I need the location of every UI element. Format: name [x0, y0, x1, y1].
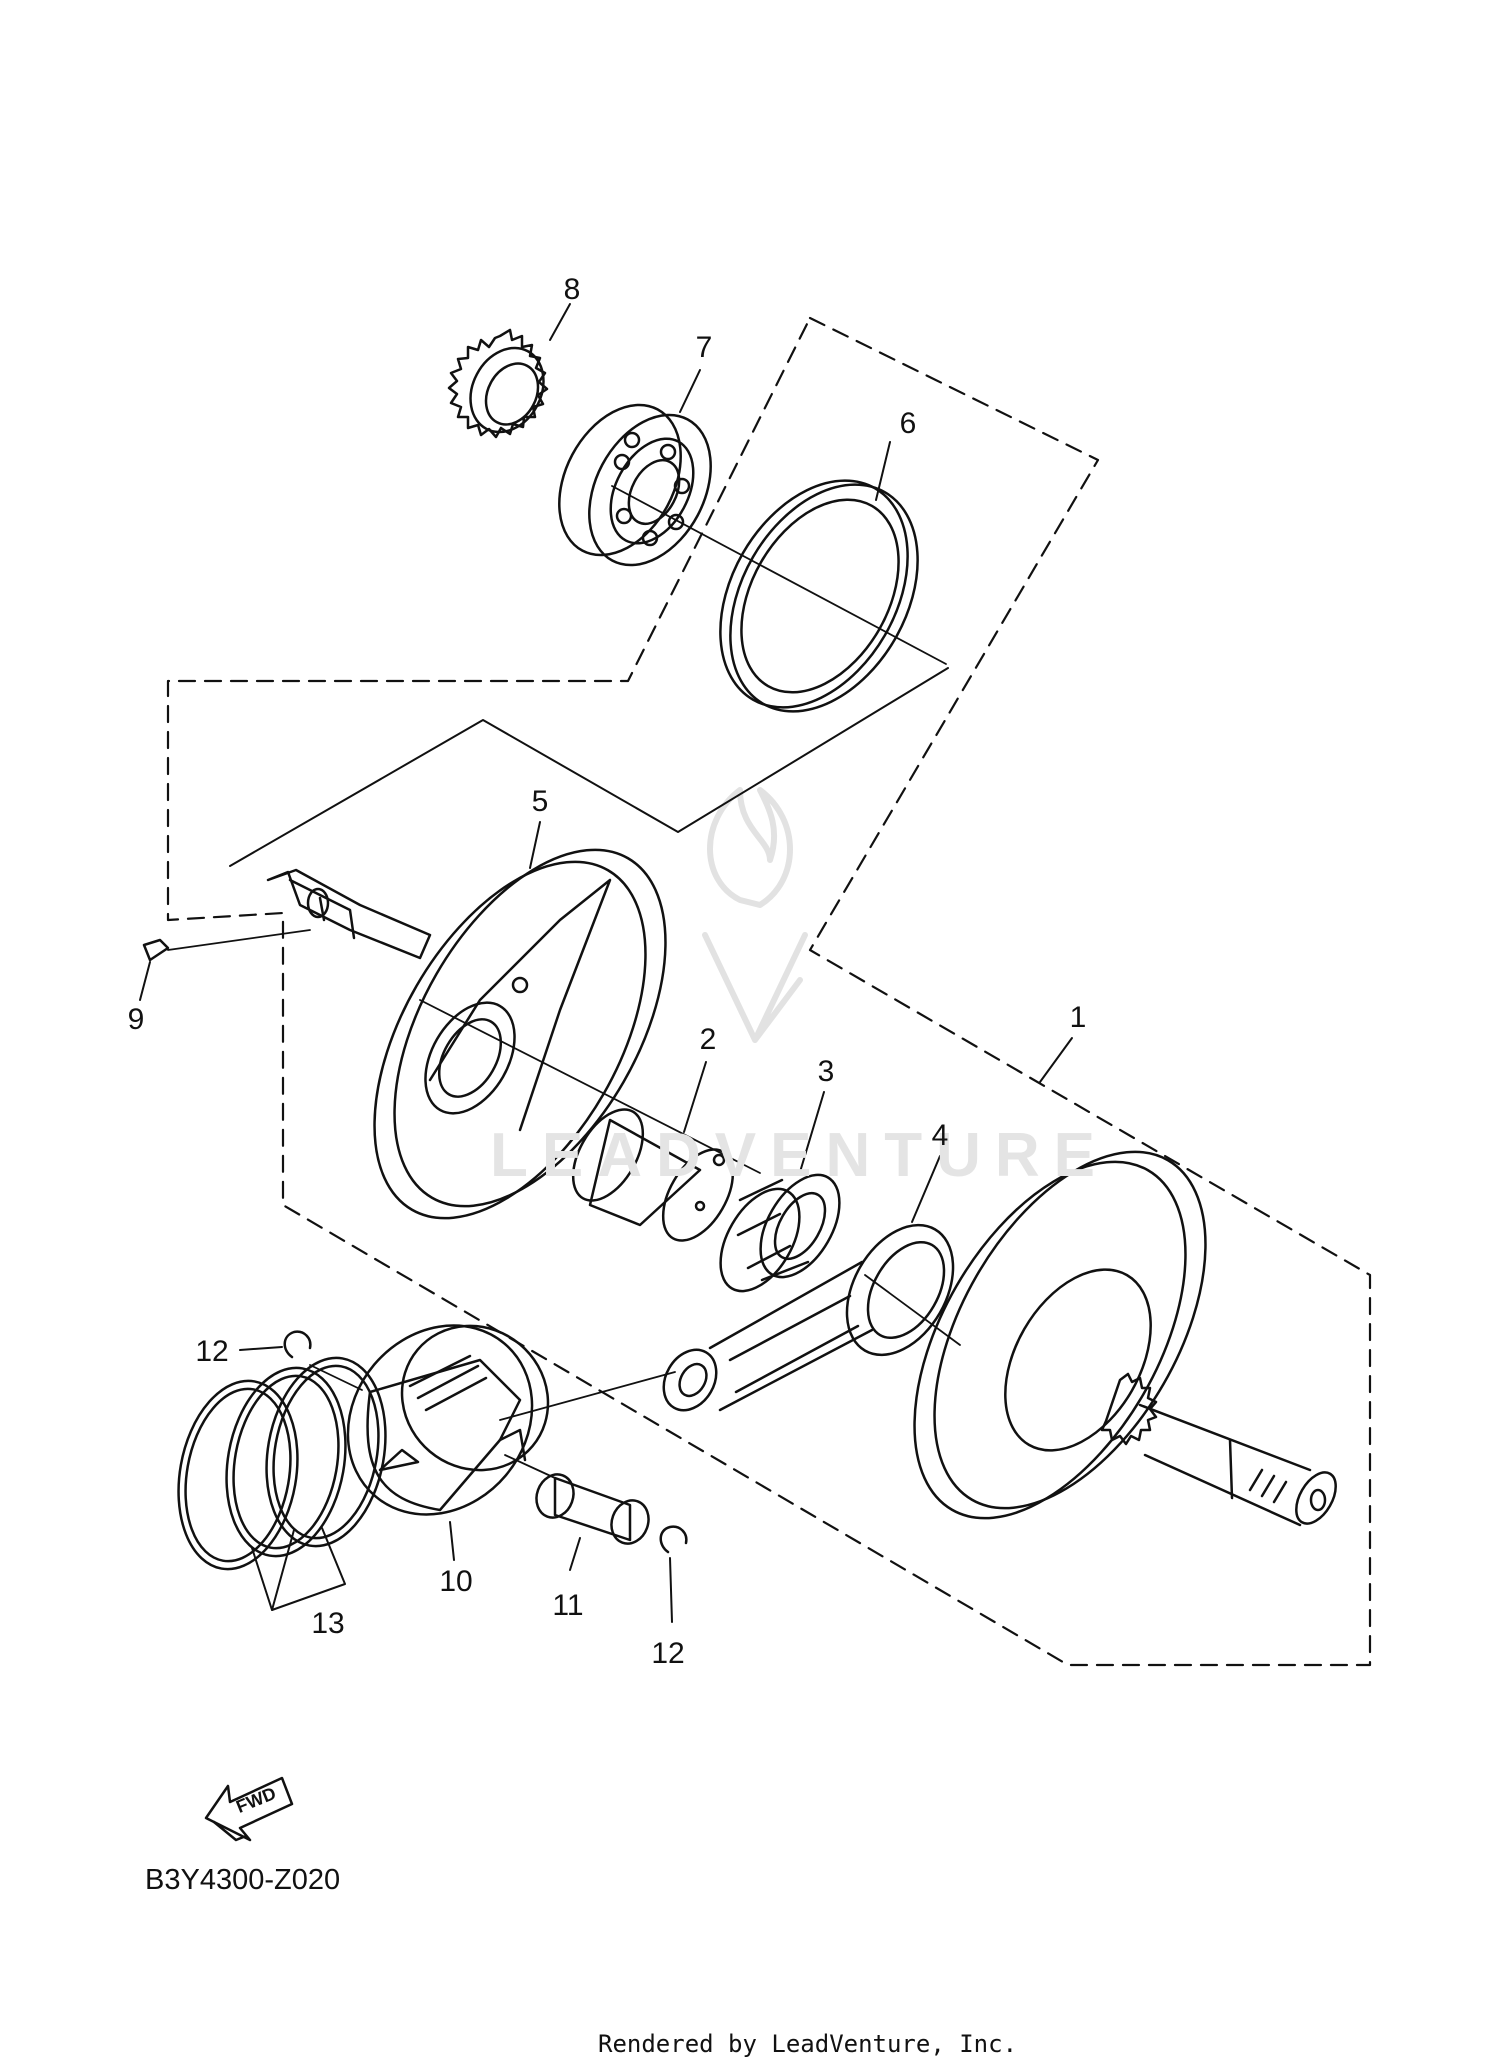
- crank-half-5: [266, 848, 667, 1220]
- connecting-rod-4: [662, 1223, 955, 1412]
- callout-11: 11: [552, 1589, 584, 1622]
- bearing-7: [558, 403, 712, 567]
- callout-13: 13: [311, 1607, 345, 1640]
- callout-2: 2: [699, 1023, 717, 1056]
- crank-half-shaft: [913, 1150, 1337, 1527]
- callout-12-upper: 12: [195, 1335, 229, 1368]
- key-9: [142, 938, 170, 962]
- callout-leaders: [139, 303, 1073, 1623]
- needle-bearing-3: [719, 1173, 841, 1293]
- gear-8: [447, 328, 549, 439]
- render-credit: Rendered by LeadVenture, Inc.: [598, 2030, 1018, 2058]
- ring-6: [719, 479, 919, 713]
- centerlines: [167, 485, 961, 1479]
- piston-rings-13: [177, 1356, 387, 1571]
- callout-6: 6: [899, 407, 917, 440]
- watermark-text: LEADVENTURE: [490, 1121, 1110, 1190]
- crank-pin-2: [571, 1108, 735, 1242]
- callout-9: 9: [127, 1003, 145, 1036]
- crank-guide-outline: [229, 667, 949, 867]
- callout-4: 4: [931, 1119, 949, 1152]
- callout-1: 1: [1069, 1001, 1087, 1034]
- callout-8: 8: [563, 273, 581, 306]
- fwd-arrow-icon: [204, 1776, 294, 1842]
- callout-10: 10: [439, 1565, 473, 1598]
- callout-7: 7: [695, 331, 713, 364]
- diagram-code: B3Y4300-Z020: [145, 1864, 341, 1896]
- clip-12-upper: [283, 1330, 312, 1359]
- callout-3: 3: [817, 1055, 835, 1088]
- piston-10: [346, 1324, 550, 1516]
- callout-5: 5: [531, 785, 549, 818]
- watermark-logo: [702, 787, 808, 1043]
- piston-pin-11: [535, 1473, 650, 1545]
- assembly-boundary: [166, 316, 1372, 1667]
- callout-12-lower: 12: [651, 1637, 685, 1670]
- clip-12-lower: [659, 1525, 688, 1554]
